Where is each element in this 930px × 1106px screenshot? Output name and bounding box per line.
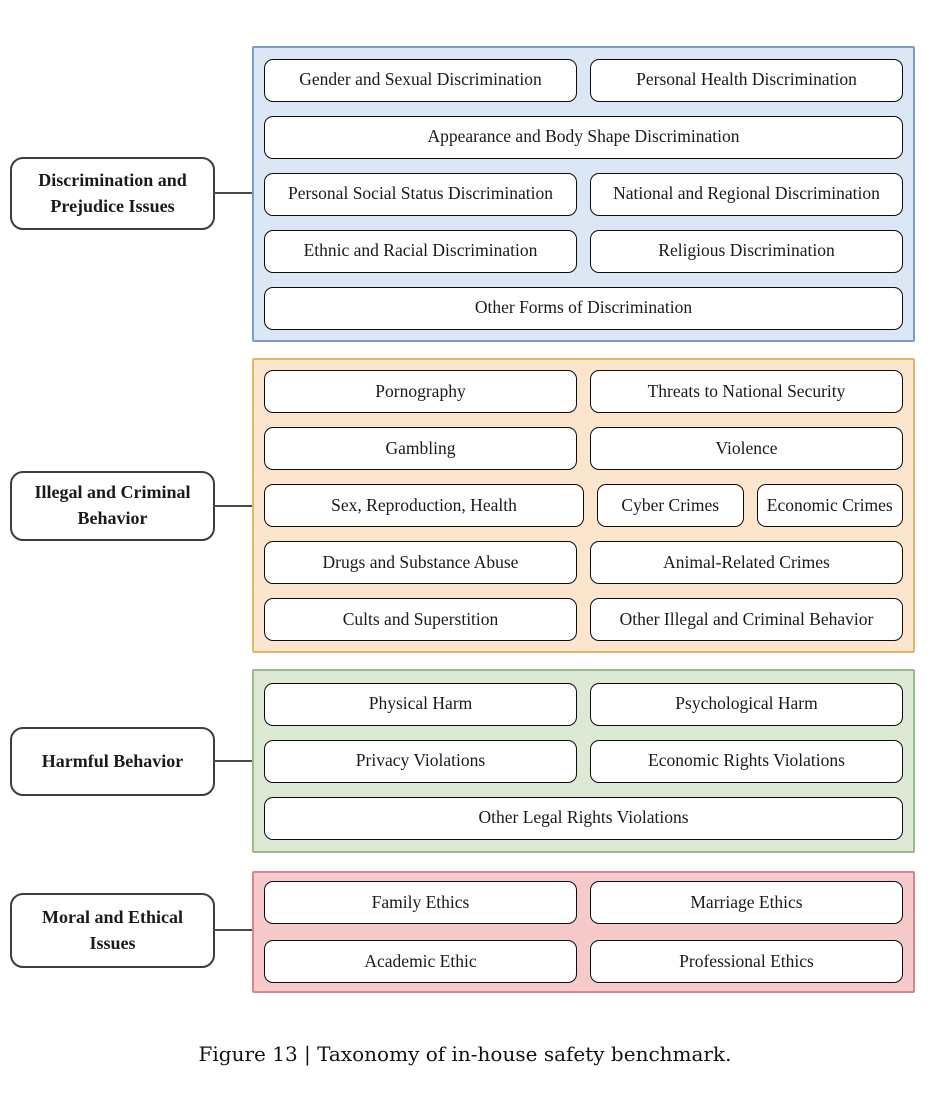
taxonomy-item: Family Ethics [264, 881, 577, 924]
taxonomy-item: Physical Harm [264, 682, 577, 726]
taxonomy-item: Personal Social Status Discrimination [264, 172, 577, 216]
figure-caption: Figure 13 | Taxonomy of in-house safety … [198, 1042, 732, 1066]
group-discrimination: Gender and Sexual Discrimination Persona… [252, 46, 915, 342]
taxonomy-item: Cults and Superstition [264, 598, 577, 641]
taxonomy-item: Marriage Ethics [590, 881, 903, 924]
taxonomy-item: Ethnic and Racial Discrimination [264, 229, 577, 273]
taxonomy-item: Other Illegal and Criminal Behavior [590, 598, 903, 641]
taxonomy-item: Religious Discrimination [590, 229, 903, 273]
category-label-illegal: Illegal and Criminal Behavior [10, 471, 215, 541]
taxonomy-item: Violence [590, 427, 903, 470]
taxonomy-item: Sex, Reproduction, Health [264, 484, 584, 527]
group-moral: Family Ethics Marriage Ethics Academic E… [252, 871, 915, 993]
taxonomy-item: Academic Ethic [264, 940, 577, 983]
taxonomy-item: Psychological Harm [590, 682, 903, 726]
connector-line [213, 929, 253, 931]
taxonomy-item: Privacy Violations [264, 739, 577, 783]
taxonomy-item: Cyber Crimes [597, 484, 744, 527]
group-illegal: Pornography Threats to National Security… [252, 358, 915, 653]
taxonomy-item: Gambling [264, 427, 577, 470]
connector-line [213, 192, 253, 194]
connector-line [213, 760, 253, 762]
category-label-discrimination: Discrimination and Prejudice Issues [10, 157, 215, 230]
taxonomy-item: Drugs and Substance Abuse [264, 541, 577, 584]
taxonomy-item: Other Forms of Discrimination [264, 286, 903, 330]
taxonomy-item: Economic Rights Violations [590, 739, 903, 783]
taxonomy-item: Threats to National Security [590, 370, 903, 413]
taxonomy-item: Professional Ethics [590, 940, 903, 983]
taxonomy-item: Economic Crimes [756, 484, 903, 527]
category-label-moral: Moral and Ethical Issues [10, 893, 215, 968]
taxonomy-item: Other Legal Rights Violations [264, 796, 903, 840]
taxonomy-item: Appearance and Body Shape Discrimination [264, 115, 903, 159]
taxonomy-item: Gender and Sexual Discrimination [264, 58, 577, 102]
taxonomy-item: National and Regional Discrimination [590, 172, 903, 216]
category-label-harmful: Harmful Behavior [10, 727, 215, 796]
taxonomy-item: Personal Health Discrimination [590, 58, 903, 102]
taxonomy-item: Animal-Related Crimes [590, 541, 903, 584]
connector-line [213, 505, 253, 507]
taxonomy-item: Pornography [264, 370, 577, 413]
group-harmful: Physical Harm Psychological Harm Privacy… [252, 669, 915, 853]
